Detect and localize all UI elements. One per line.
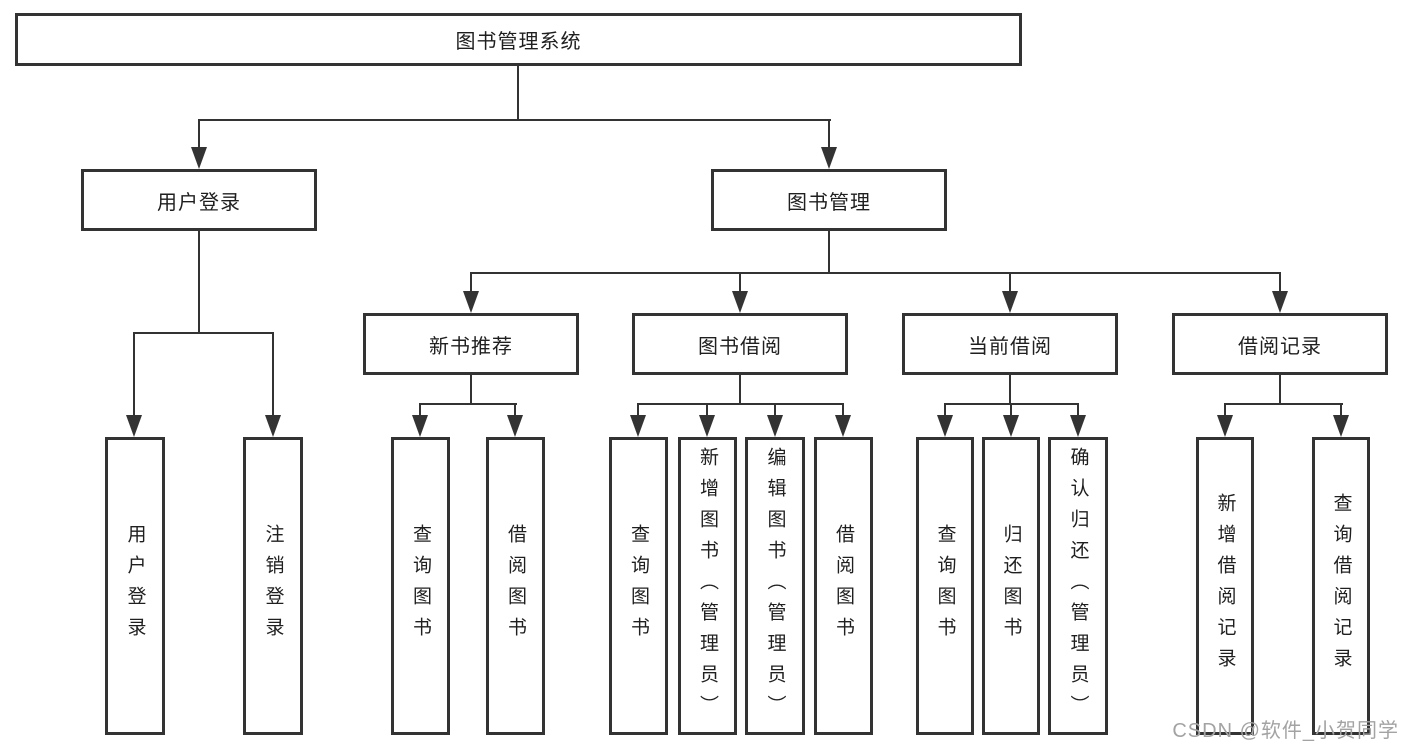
arrowhead-icon [265,415,281,437]
connector-line [198,231,200,334]
connector-line [470,272,472,296]
arrowhead-icon [1333,415,1349,437]
arrowhead-icon [1217,415,1233,437]
connector-line [944,403,946,423]
leaf-current-return-book: 归还图书 [982,437,1040,735]
leaf-borrow-add-book-admin: 新增图书（管理员） [678,437,737,735]
node-user-login: 用户登录 [81,169,317,231]
connector-line [828,119,830,155]
leaf-label: 归还图书 [1000,524,1022,648]
connector-line [1340,403,1342,423]
arrowhead-icon [630,415,646,437]
connector-line [470,375,472,405]
arrowhead-icon [463,291,479,313]
arrowhead-icon [732,291,748,313]
node-book-management: 图书管理 [711,169,947,231]
leaf-current-query-book: 查询图书 [916,437,974,735]
connector-line [517,64,519,121]
connector-line [1225,403,1343,405]
connector-line [1077,403,1079,423]
leaf-label: 新增图书（管理员） [697,446,718,726]
leaf-label: 查询借阅记录 [1330,493,1352,679]
arrowhead-icon [191,147,207,169]
leaf-label: 注销登录 [262,524,284,648]
node-root: 图书管理系统 [15,13,1022,66]
connector-line [1224,403,1226,423]
connector-line [1010,403,1012,423]
connector-line [272,332,274,424]
arrowhead-icon [821,147,837,169]
connector-line [637,403,639,423]
connector-line [133,332,135,424]
node-current-borrow: 当前借阅 [902,313,1118,375]
connector-line [471,272,1281,274]
arrowhead-icon [412,415,428,437]
leaf-newrec-query-book: 查询图书 [391,437,450,735]
arrowhead-icon [1272,291,1288,313]
arrowhead-icon [1070,415,1086,437]
connector-line [420,403,517,405]
leaf-records-add-record: 新增借阅记录 [1196,437,1254,735]
leaf-borrow-borrow-book: 借阅图书 [814,437,873,735]
connector-line [514,403,516,423]
arrowhead-icon [126,415,142,437]
leaf-label: 借阅图书 [833,524,854,648]
leaf-borrow-query-book: 查询图书 [609,437,668,735]
connector-line [1279,272,1281,296]
leaf-label: 查询图书 [628,524,649,648]
leaf-current-confirm-return-admin: 确认归还（管理员） [1048,437,1108,735]
connector-line [706,403,708,423]
arrowhead-icon [1002,291,1018,313]
arrowhead-icon [937,415,953,437]
arrowhead-icon [507,415,523,437]
arrowhead-icon [835,415,851,437]
leaf-label: 查询图书 [410,524,431,648]
leaf-label: 确认归还（管理员） [1067,446,1089,726]
connector-line [739,375,741,405]
leaf-records-query-record: 查询借阅记录 [1312,437,1370,735]
connector-line [198,119,200,155]
connector-line [842,403,844,423]
connector-line [1009,272,1011,296]
node-book-borrow: 图书借阅 [632,313,848,375]
node-borrow-records: 借阅记录 [1172,313,1388,375]
connector-line [739,272,741,296]
leaf-label: 用户登录 [124,524,146,648]
leaf-newrec-borrow-book: 借阅图书 [486,437,545,735]
leaf-label: 借阅图书 [505,524,526,648]
arrowhead-icon [767,415,783,437]
connector-line [828,231,830,274]
leaf-label: 查询图书 [934,524,956,648]
arrowhead-icon [1003,415,1019,437]
watermark: CSDN @软件_小贺同学 [1172,720,1399,742]
connector-line [945,403,1079,405]
leaf-label: 新增借阅记录 [1214,493,1236,679]
leaf-logout: 注销登录 [243,437,303,735]
connector-line [774,403,776,423]
connector-line [198,119,831,121]
connector-line [134,332,274,334]
arrowhead-icon [699,415,715,437]
connector-line [419,403,421,423]
leaf-borrow-edit-book-admin: 编辑图书（管理员） [745,437,805,735]
connector-line [638,403,844,405]
leaf-label: 编辑图书（管理员） [764,446,786,726]
connector-line [1009,375,1011,405]
connector-line [1279,375,1281,405]
node-new-book-recommend: 新书推荐 [363,313,579,375]
leaf-user-login: 用户登录 [105,437,165,735]
